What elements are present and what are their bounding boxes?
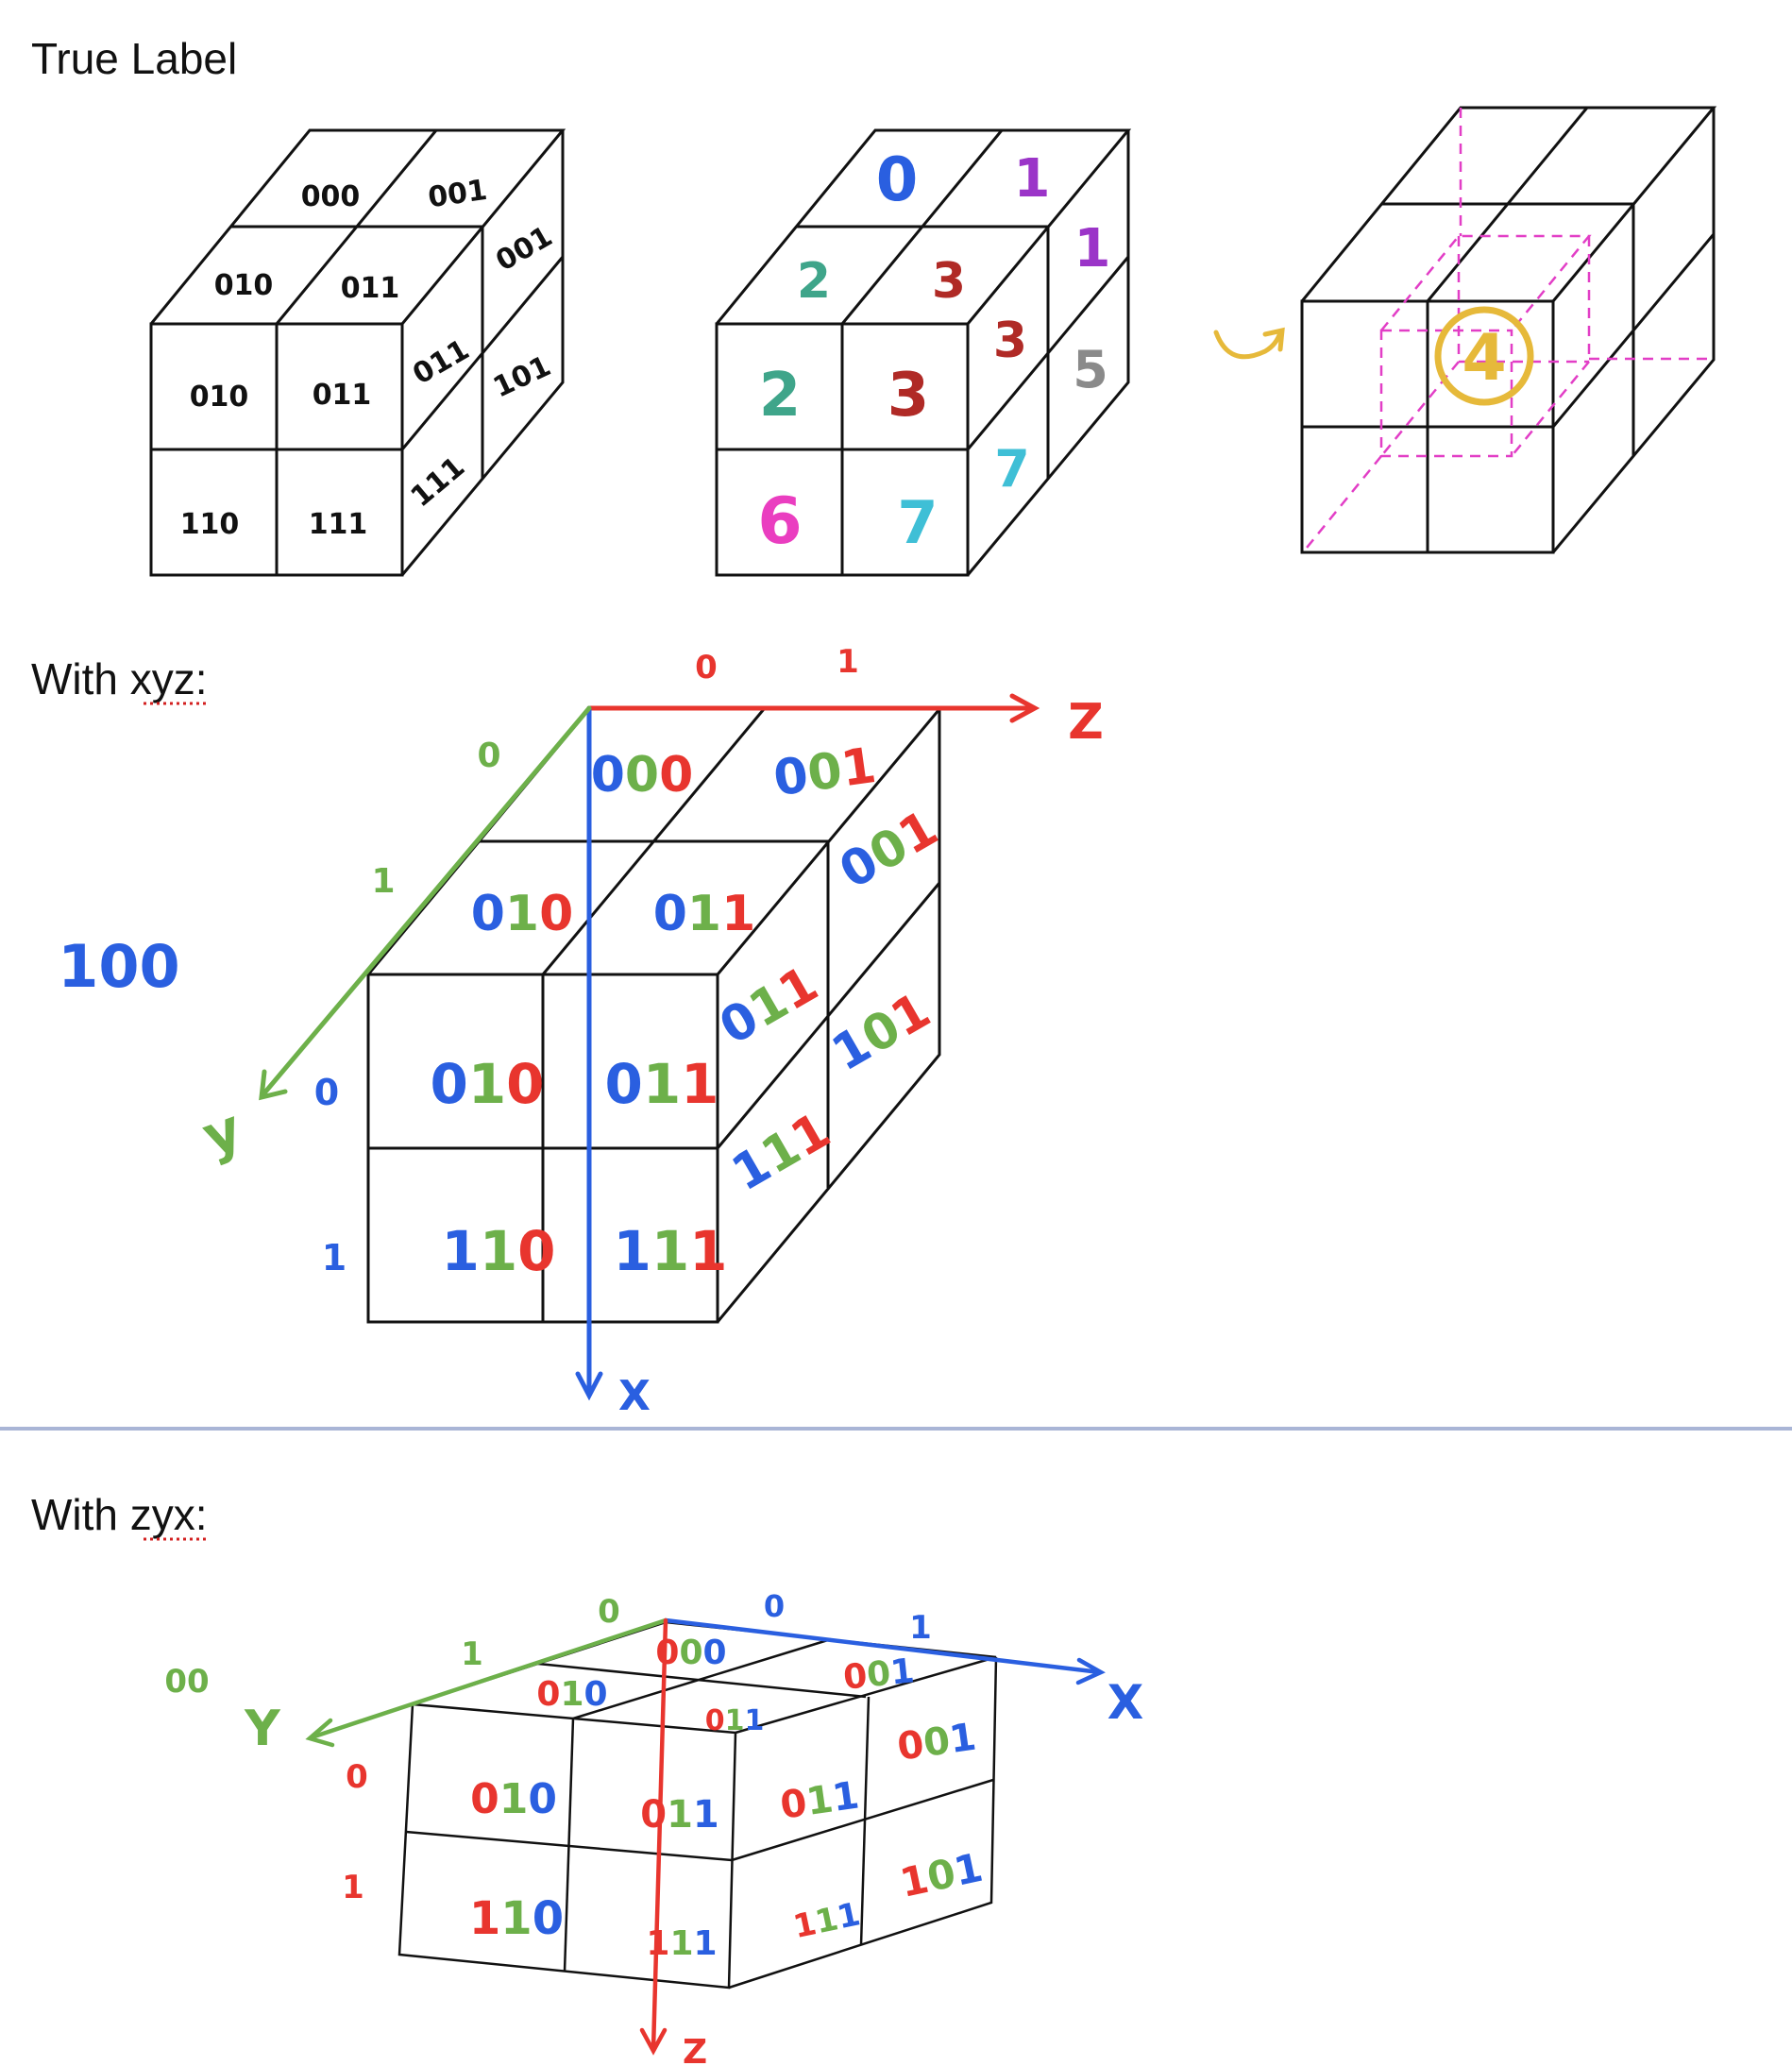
zyx-front-top-1: 011 xyxy=(640,1793,719,1837)
cube2-front-bottom-1: 7 xyxy=(897,488,938,557)
zyx-top-front-1: 011 xyxy=(705,1704,765,1737)
xyz-z-tick-1: 1 xyxy=(837,643,859,681)
zyx-axes xyxy=(305,1617,1106,2056)
xyz-top-front-0: 010 xyxy=(471,886,574,942)
zyx-top-back-0: 000 xyxy=(655,1634,726,1672)
xyz-y-tick-1: 1 xyxy=(371,862,395,901)
zyx-hidden-code: 00 xyxy=(164,1663,209,1701)
cube2-top-front-0: 2 xyxy=(797,253,831,310)
xyz-z-tick-0: 0 xyxy=(695,649,718,686)
xyz-x-tick-0: 0 xyxy=(314,1072,339,1113)
xyz-x-axis-label: X xyxy=(618,1372,651,1420)
zyx-y-axis xyxy=(309,1617,668,1740)
xyz-z-axis-label: Z xyxy=(1068,694,1104,751)
xyz-side-bottom-1: 101 xyxy=(822,982,939,1082)
zyx-x-axis xyxy=(663,1617,1103,1675)
cube1-side-top-1: 001 xyxy=(490,220,558,279)
zyx-y-arrowhead xyxy=(305,1718,335,1748)
heading-with-zyx: With zyx: xyxy=(31,1490,208,1539)
cube3-hidden-guides xyxy=(1302,108,1714,553)
cube2-side-top-1: 1 xyxy=(1074,218,1111,279)
xyz-top-back-0: 000 xyxy=(591,747,694,804)
zyx-axis-labels: X Y Z 0 1 0 1 0 1 00 xyxy=(164,1588,1143,2066)
hidden-cube-highlight xyxy=(1434,306,1534,406)
cube2-top-back-0: 0 xyxy=(876,145,919,215)
xyz-front-bottom-0: 110 xyxy=(441,1219,555,1283)
zyx-y-axis-label: Y xyxy=(244,1701,281,1757)
zyx-x-tick-0: 0 xyxy=(764,1588,785,1624)
zyx-front-bottom-1: 111 xyxy=(646,1924,717,1963)
xyz-y-arrowhead xyxy=(259,1069,288,1101)
cube2-side-bottom-0: 7 xyxy=(994,439,1030,499)
cube1-top-back-1: 001 xyxy=(426,174,489,214)
xyz-side-top-1: 001 xyxy=(830,800,947,900)
cube-hidden-position xyxy=(1300,106,1717,554)
xyz-top-front-1: 011 xyxy=(653,886,756,942)
cube2-front-top-0: 2 xyxy=(759,361,802,431)
xyz-axis-labels: Z X y 0 1 0 1 0 1 100 xyxy=(58,643,1104,1420)
zyx-z-axis xyxy=(651,1617,668,2052)
xyz-axes xyxy=(259,693,1040,1401)
zyx-y-tick-1: 1 xyxy=(461,1635,483,1673)
xyz-front-bottom-1: 111 xyxy=(613,1219,727,1283)
cube1-front-top-0: 010 xyxy=(190,381,249,414)
cube2-labels: 0 1 2 3 2 3 6 7 3 1 7 5 xyxy=(757,145,1110,559)
xyz-y-tick-0: 0 xyxy=(477,737,500,775)
zyx-top-front-0: 010 xyxy=(536,1675,607,1714)
cube2-top-front-1: 3 xyxy=(932,253,966,310)
cube1-top-back-0: 000 xyxy=(301,180,361,213)
zyx-z-axis-label: Z xyxy=(683,2033,707,2066)
cube3-hidden-label: 4 xyxy=(1462,321,1506,396)
zyx-y-tick-0: 0 xyxy=(598,1593,620,1631)
xyz-front-top-0: 010 xyxy=(430,1052,544,1116)
zyx-z-arrowhead xyxy=(639,2027,668,2056)
xyz-x-arrowhead xyxy=(575,1371,603,1401)
xyz-z-arrowhead xyxy=(1009,693,1040,723)
cube2-top-back-1: 1 xyxy=(1014,148,1051,210)
cube1-top-front-0: 010 xyxy=(214,269,274,302)
cube1-front-bottom-0: 110 xyxy=(180,508,240,541)
cube1-front-bottom-1: 111 xyxy=(309,508,368,541)
cube2-side-top-0: 3 xyxy=(993,313,1027,369)
cube1-side-bottom-1: 101 xyxy=(488,349,556,404)
xyz-y-axis-label: y xyxy=(194,1096,250,1169)
zyx-x-axis-label: X xyxy=(1107,1675,1144,1730)
xyz-top-back-1: 001 xyxy=(770,737,880,808)
xyz-side-top-0: 011 xyxy=(710,956,827,1056)
cube2-side-bottom-1: 5 xyxy=(1073,340,1108,399)
xyz-front-top-1: 011 xyxy=(604,1052,718,1116)
zyx-front-bottom-0: 110 xyxy=(469,1892,564,1945)
cube2-front-bottom-0: 6 xyxy=(757,484,802,559)
zyx-cell-labels: 000 001 010 011 010 011 110 111 011 001 … xyxy=(469,1634,987,1963)
xyz-hidden-code: 100 xyxy=(58,932,179,1001)
zyx-side-bottom-1: 101 xyxy=(896,1844,987,1906)
cube1-front-top-1: 011 xyxy=(313,379,372,412)
xyz-cell-labels: 000 001 010 011 010 011 110 111 011 001 … xyxy=(430,737,947,1283)
xyz-x-tick-1: 1 xyxy=(322,1237,347,1279)
xyz-side-bottom-0: 111 xyxy=(722,1102,839,1202)
cube2-front-top-1: 3 xyxy=(888,361,930,431)
zyx-top-back-1: 001 xyxy=(841,1651,916,1698)
cube-true-label-decimal xyxy=(715,128,1132,577)
xyz-y-axis xyxy=(260,705,592,1098)
cube1-top-front-1: 011 xyxy=(341,272,400,305)
heading-true-label: True Label xyxy=(31,34,237,83)
cube1-side-top-0: 011 xyxy=(407,333,475,392)
zyx-z-tick-0: 0 xyxy=(346,1758,368,1796)
cube1-labels: 000 001 010 011 010 011 110 111 011 001 … xyxy=(180,174,558,541)
heading-with-xyz: With xyz: xyxy=(31,654,208,703)
zyx-x-arrowhead xyxy=(1075,1657,1106,1685)
zyx-side-top-0: 011 xyxy=(778,1774,862,1828)
zyx-side-top-1: 001 xyxy=(895,1716,979,1770)
zyx-x-tick-1: 1 xyxy=(909,1609,932,1647)
cube-true-label-binary xyxy=(149,128,566,577)
rotate-arrow-icon xyxy=(1213,327,1285,360)
zyx-z-tick-1: 1 xyxy=(342,1869,364,1906)
zyx-front-top-0: 010 xyxy=(470,1775,557,1823)
zyx-side-bottom-0: 111 xyxy=(790,1895,864,1946)
